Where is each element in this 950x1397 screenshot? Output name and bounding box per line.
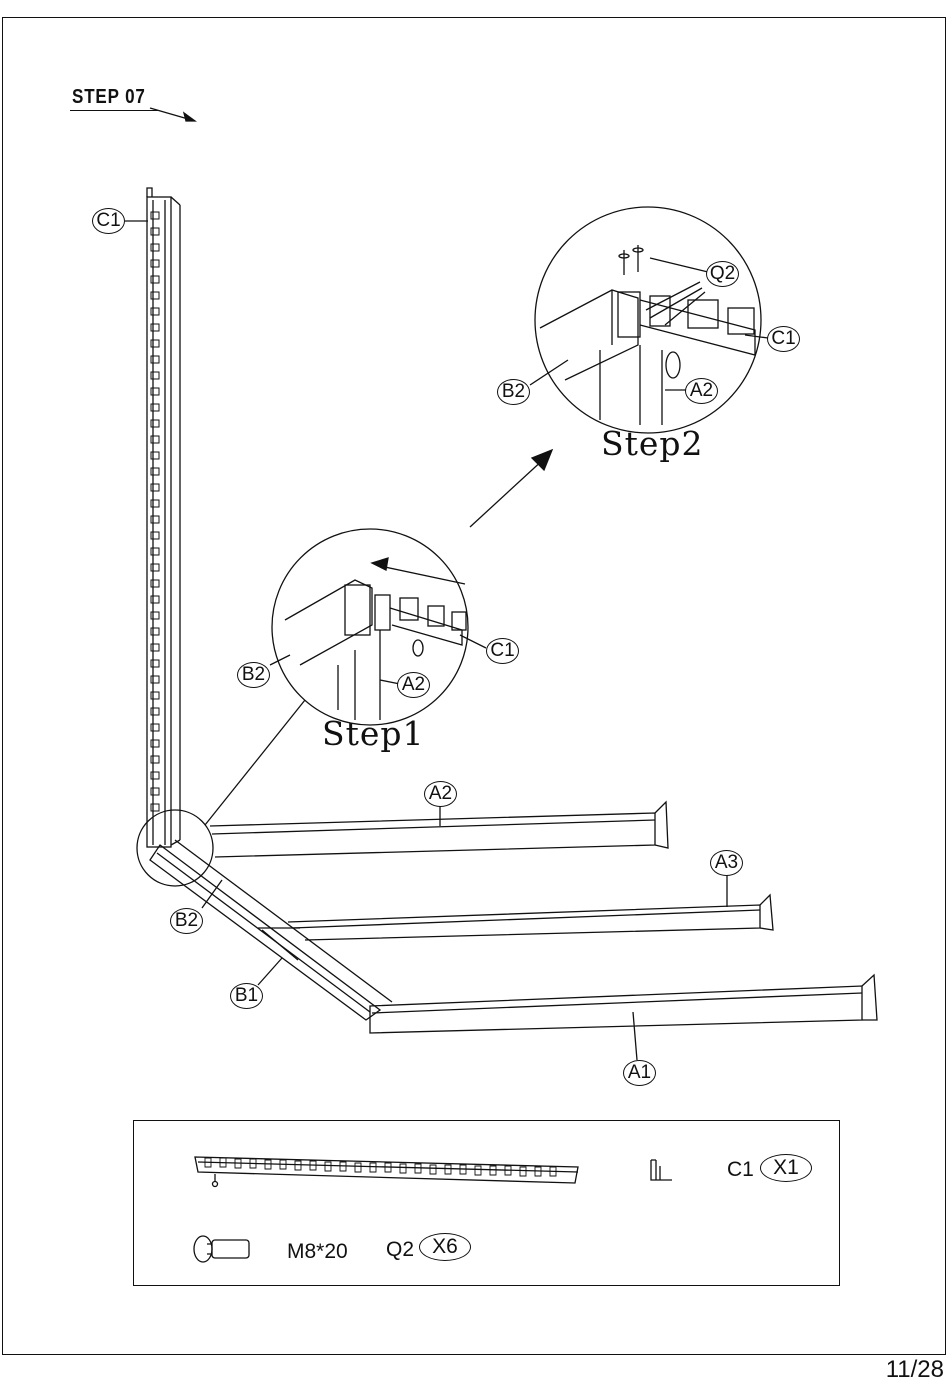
step2-b2-leader — [530, 360, 568, 385]
a1-beam-drawing — [370, 975, 877, 1033]
part-bolt-code: Q2 — [386, 1238, 414, 1262]
step2-c1-leader — [745, 335, 768, 338]
a3-beam-drawing — [288, 895, 773, 940]
a2-beam-drawing — [210, 802, 668, 857]
callout-c1: C1 — [92, 208, 125, 234]
c1-upright-drawing — [147, 188, 180, 847]
step1-caption: Step1 — [322, 714, 425, 753]
step1-label-c1: C1 — [486, 638, 519, 664]
detail-leader — [205, 700, 305, 825]
b1-leader — [258, 958, 282, 985]
step2-caption: Step2 — [601, 424, 704, 463]
step2-q2-leader — [650, 258, 708, 272]
detail-arrow — [470, 458, 545, 527]
step1-label-a2: A2 — [397, 672, 430, 698]
part-upright-code: C1 — [727, 1158, 754, 1182]
callout-a2: A2 — [424, 781, 457, 807]
corner-detail-circle — [137, 810, 213, 886]
callout-b1: B1 — [230, 983, 263, 1009]
a1-leader — [633, 1012, 637, 1060]
part-bolt-qty: X6 — [419, 1233, 471, 1261]
callout-a1: A1 — [623, 1060, 656, 1086]
step2-label-b2: B2 — [497, 379, 530, 405]
step-arrow-head — [184, 113, 195, 121]
step2-label-a2: A2 — [685, 378, 718, 404]
step1-label-b2: B2 — [237, 662, 270, 688]
page-number: 11/28 — [886, 1356, 944, 1384]
step2-detail-drawing — [535, 207, 761, 433]
part-bolt-size: M8*20 — [287, 1240, 348, 1264]
step1-b2-leader — [270, 655, 290, 665]
callout-b2: B2 — [170, 908, 203, 934]
step2-label-q2: Q2 — [706, 261, 739, 287]
parts-list-box — [133, 1120, 840, 1286]
part-upright-qty: X1 — [760, 1154, 812, 1182]
step1-detail-drawing — [272, 529, 468, 725]
step1-c1-leader — [460, 635, 486, 648]
callout-a3: A3 — [710, 850, 743, 876]
step2-label-c1: C1 — [767, 326, 800, 352]
